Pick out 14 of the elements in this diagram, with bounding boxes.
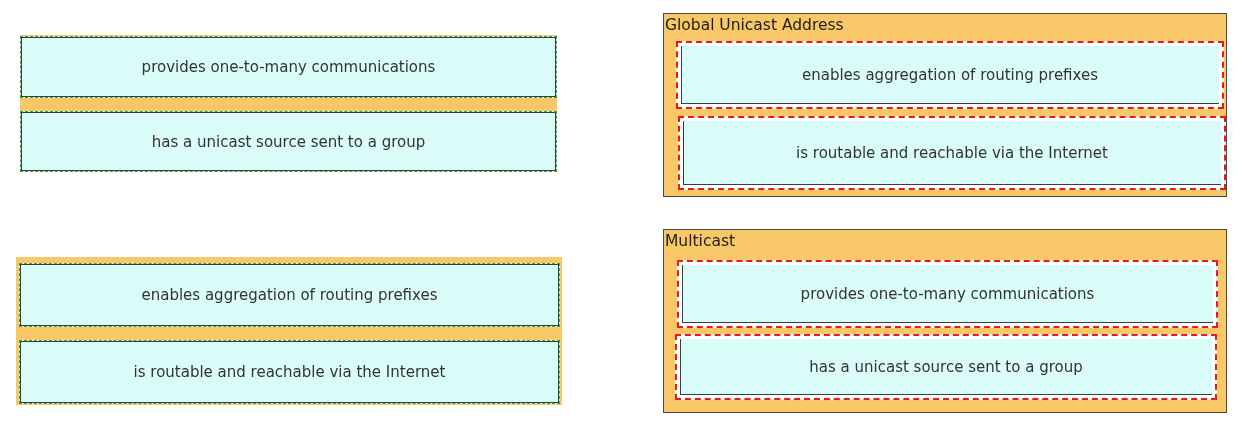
answer-tile: is routable and reachable via the Internet <box>19 340 560 404</box>
answer-tile: enables aggregation of routing prefixes <box>19 263 560 327</box>
tile-tray <box>20 35 557 172</box>
panel-title: Multicast <box>665 231 736 251</box>
answer-tile: has a unicast source sent to a group <box>675 334 1217 400</box>
answer-tile: has a unicast source sent to a group <box>20 111 557 172</box>
answer-tile: enables aggregation of routing prefixes <box>676 41 1224 109</box>
answer-tile: is routable and reachable via the Internet <box>678 116 1226 190</box>
panel-title: Global Unicast Address <box>665 15 844 35</box>
category-panel <box>663 13 1227 197</box>
answer-tile: provides one-to-many communications <box>20 36 557 98</box>
answer-tile: provides one-to-many communications <box>677 260 1218 328</box>
tile-tray <box>16 257 562 405</box>
category-panel <box>663 229 1227 413</box>
